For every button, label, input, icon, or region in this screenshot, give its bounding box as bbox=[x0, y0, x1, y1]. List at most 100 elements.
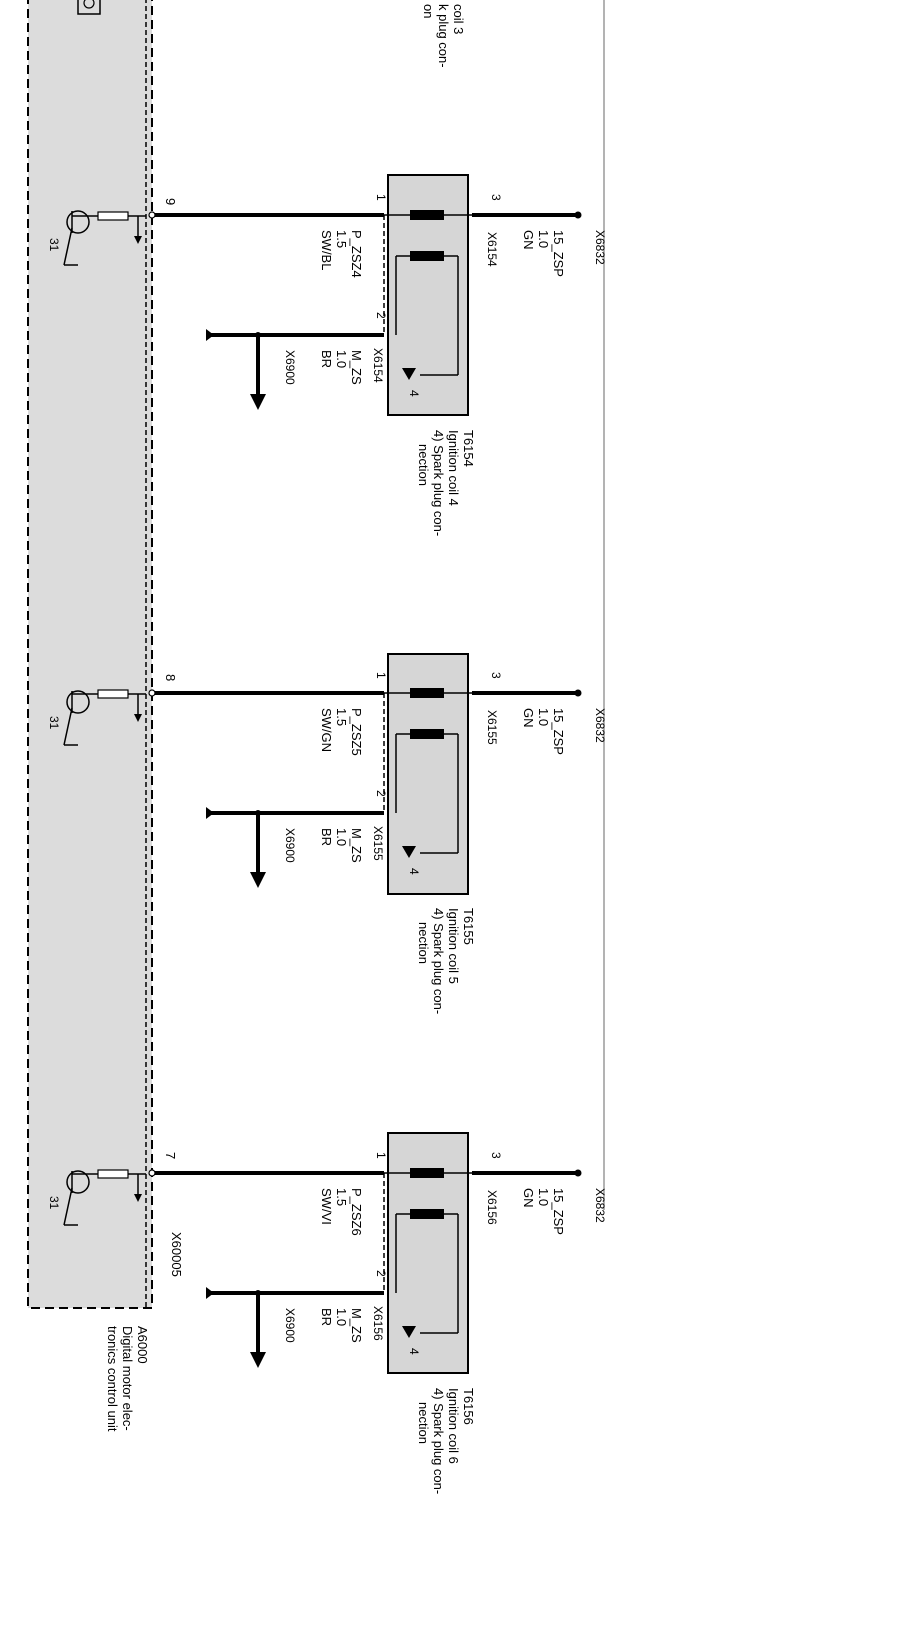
svg-text:1.5: 1.5 bbox=[334, 230, 349, 248]
coil-pin3: 3 bbox=[489, 672, 503, 679]
coil-pin3: 3 bbox=[489, 194, 503, 201]
svg-text:Ignition coil 5: Ignition coil 5 bbox=[446, 908, 461, 984]
svg-text:P_ZSZ6: P_ZSZ6 bbox=[349, 1188, 364, 1236]
ecu-pin-label: 7 bbox=[163, 1152, 178, 1159]
svg-text:Ignition coil 4: Ignition coil 4 bbox=[446, 430, 461, 506]
coil-pin1: 1 bbox=[374, 1152, 388, 1159]
ecu-name-line1: Digital motor elec- bbox=[120, 1326, 135, 1431]
svg-text:GN: GN bbox=[521, 230, 536, 250]
coil-connector-label: X6154 bbox=[485, 232, 499, 267]
power-dest-label: X6832 bbox=[593, 1188, 607, 1223]
svg-text:k plug con-: k plug con- bbox=[436, 4, 451, 68]
svg-text:P_ZSZ5: P_ZSZ5 bbox=[349, 708, 364, 756]
svg-text:X6832: X6832 bbox=[593, 230, 607, 265]
driver-transistor bbox=[63, 689, 146, 746]
power-dest-label: X6832 bbox=[593, 230, 607, 265]
svg-text:4) Spark plug con-: 4) Spark plug con- bbox=[431, 430, 446, 536]
svg-text:1.0: 1.0 bbox=[334, 828, 349, 846]
ecu-id: A6000 bbox=[135, 1326, 150, 1364]
coil-pin2: 2 bbox=[374, 790, 388, 797]
svg-text:X6900: X6900 bbox=[283, 828, 297, 863]
svg-text:2: 2 bbox=[374, 312, 388, 319]
coil-pin1: 1 bbox=[374, 672, 388, 679]
svg-text:X6156: X6156 bbox=[371, 1306, 385, 1341]
svg-text:1.0: 1.0 bbox=[334, 1308, 349, 1326]
svg-text:4: 4 bbox=[407, 1348, 421, 1355]
svg-text:X6900: X6900 bbox=[283, 1308, 297, 1343]
coil-pin3: 3 bbox=[489, 1152, 503, 1159]
svg-text:1.5: 1.5 bbox=[334, 708, 349, 726]
svg-text:coil 3: coil 3 bbox=[451, 4, 466, 34]
coil-pin2: 2 bbox=[374, 1270, 388, 1277]
svg-text:7: 7 bbox=[163, 1152, 178, 1159]
ecu-top-symbol bbox=[77, 0, 101, 15]
svg-text:1: 1 bbox=[374, 194, 388, 201]
svg-text:X6900: X6900 bbox=[283, 350, 297, 385]
coil-pin4: 4 bbox=[407, 1348, 421, 1355]
svg-text:P_ZSZ4: P_ZSZ4 bbox=[349, 230, 364, 278]
coil-group-t6155: 31 8 P_ZSZ5 1.5 SW/GN 1 2 3 4 X6155 X615… bbox=[47, 653, 607, 1014]
svg-text:BR: BR bbox=[319, 1308, 334, 1326]
driver-transistor bbox=[63, 210, 146, 266]
coil-pin2: 2 bbox=[374, 312, 388, 319]
svg-text:M_ZS: M_ZS bbox=[349, 1308, 364, 1343]
power-wire-label: 15_ZSP 1.0 GN bbox=[521, 230, 566, 277]
ground-wire-label: M_ZS 1.0 BR bbox=[319, 1308, 364, 1343]
svg-text:1.0: 1.0 bbox=[334, 350, 349, 368]
ground-dest-label: X6900 bbox=[283, 350, 297, 385]
ecu-top-symbol-circle bbox=[83, 0, 95, 9]
ground-31-label: 31 bbox=[47, 238, 61, 252]
svg-text:X6156: X6156 bbox=[485, 1190, 499, 1225]
svg-text:3: 3 bbox=[489, 194, 503, 201]
ecu-connector-label: X60005 bbox=[169, 1232, 184, 1277]
coil-pin1: 1 bbox=[374, 194, 388, 201]
coil-connector-label-lower: X6154 bbox=[371, 348, 385, 383]
svg-text:2: 2 bbox=[374, 790, 388, 797]
svg-text:SW/BL: SW/BL bbox=[319, 230, 334, 270]
svg-text:M_ZS: M_ZS bbox=[349, 828, 364, 863]
svg-text:T6156: T6156 bbox=[461, 1388, 476, 1425]
svg-text:1.5: 1.5 bbox=[334, 1188, 349, 1206]
svg-text:9: 9 bbox=[163, 198, 178, 205]
svg-text:SW/VI: SW/VI bbox=[319, 1188, 334, 1225]
power-dest-label: X6832 bbox=[593, 708, 607, 743]
svg-text:T6154: T6154 bbox=[461, 430, 476, 467]
svg-text:31: 31 bbox=[47, 1196, 61, 1210]
signal-wire-label: P_ZSZ5 1.5 SW/GN bbox=[319, 708, 364, 756]
coil-connector-label: X6155 bbox=[485, 710, 499, 745]
svg-text:1: 1 bbox=[374, 672, 388, 679]
svg-text:1.0: 1.0 bbox=[536, 1188, 551, 1206]
svg-text:15_ZSP: 15_ZSP bbox=[551, 230, 566, 277]
ecu-pin-label: 8 bbox=[163, 674, 178, 681]
svg-text:X6832: X6832 bbox=[593, 1188, 607, 1223]
svg-text:3: 3 bbox=[489, 1152, 503, 1159]
svg-text:BR: BR bbox=[319, 350, 334, 368]
svg-text:X6154: X6154 bbox=[485, 232, 499, 267]
power-wire-label: 15_ZSP 1.0 GN bbox=[521, 1188, 566, 1235]
svg-text:on: on bbox=[421, 4, 436, 18]
coil-group-t6156: 31 7 P_ZSZ6 1.5 SW/VI 1 2 3 4 X6156 X615… bbox=[47, 1132, 607, 1494]
ground-31-label: 31 bbox=[47, 1196, 61, 1210]
svg-text:nection: nection bbox=[416, 444, 431, 486]
coil-connector-label-lower: X6156 bbox=[371, 1306, 385, 1341]
svg-text:X6832: X6832 bbox=[593, 708, 607, 743]
ecu-label: A6000 Digital motor elec- tronics contro… bbox=[105, 1326, 150, 1432]
ecu-pin-label: 9 bbox=[163, 198, 178, 205]
svg-text:4: 4 bbox=[407, 868, 421, 875]
coil3-partial-label: coil 3 k plug con- on bbox=[421, 4, 466, 68]
svg-text:15_ZSP: 15_ZSP bbox=[551, 708, 566, 755]
svg-text:X6154: X6154 bbox=[371, 348, 385, 383]
coil-pin4: 4 bbox=[407, 390, 421, 397]
svg-text:nection: nection bbox=[416, 1402, 431, 1444]
coil-pin4: 4 bbox=[407, 868, 421, 875]
signal-wire-label: P_ZSZ6 1.5 SW/VI bbox=[319, 1188, 364, 1236]
ground-dest-label: X6900 bbox=[283, 828, 297, 863]
power-wire-label: 15_ZSP 1.0 GN bbox=[521, 708, 566, 755]
ground-wire-label: M_ZS 1.0 BR bbox=[319, 350, 364, 385]
svg-text:X60005: X60005 bbox=[169, 1232, 184, 1277]
svg-text:GN: GN bbox=[521, 1188, 536, 1208]
ecu-name-line2: tronics control unit bbox=[105, 1326, 120, 1432]
svg-text:T6155: T6155 bbox=[461, 908, 476, 945]
ground-wire-label: M_ZS 1.0 BR bbox=[319, 828, 364, 863]
